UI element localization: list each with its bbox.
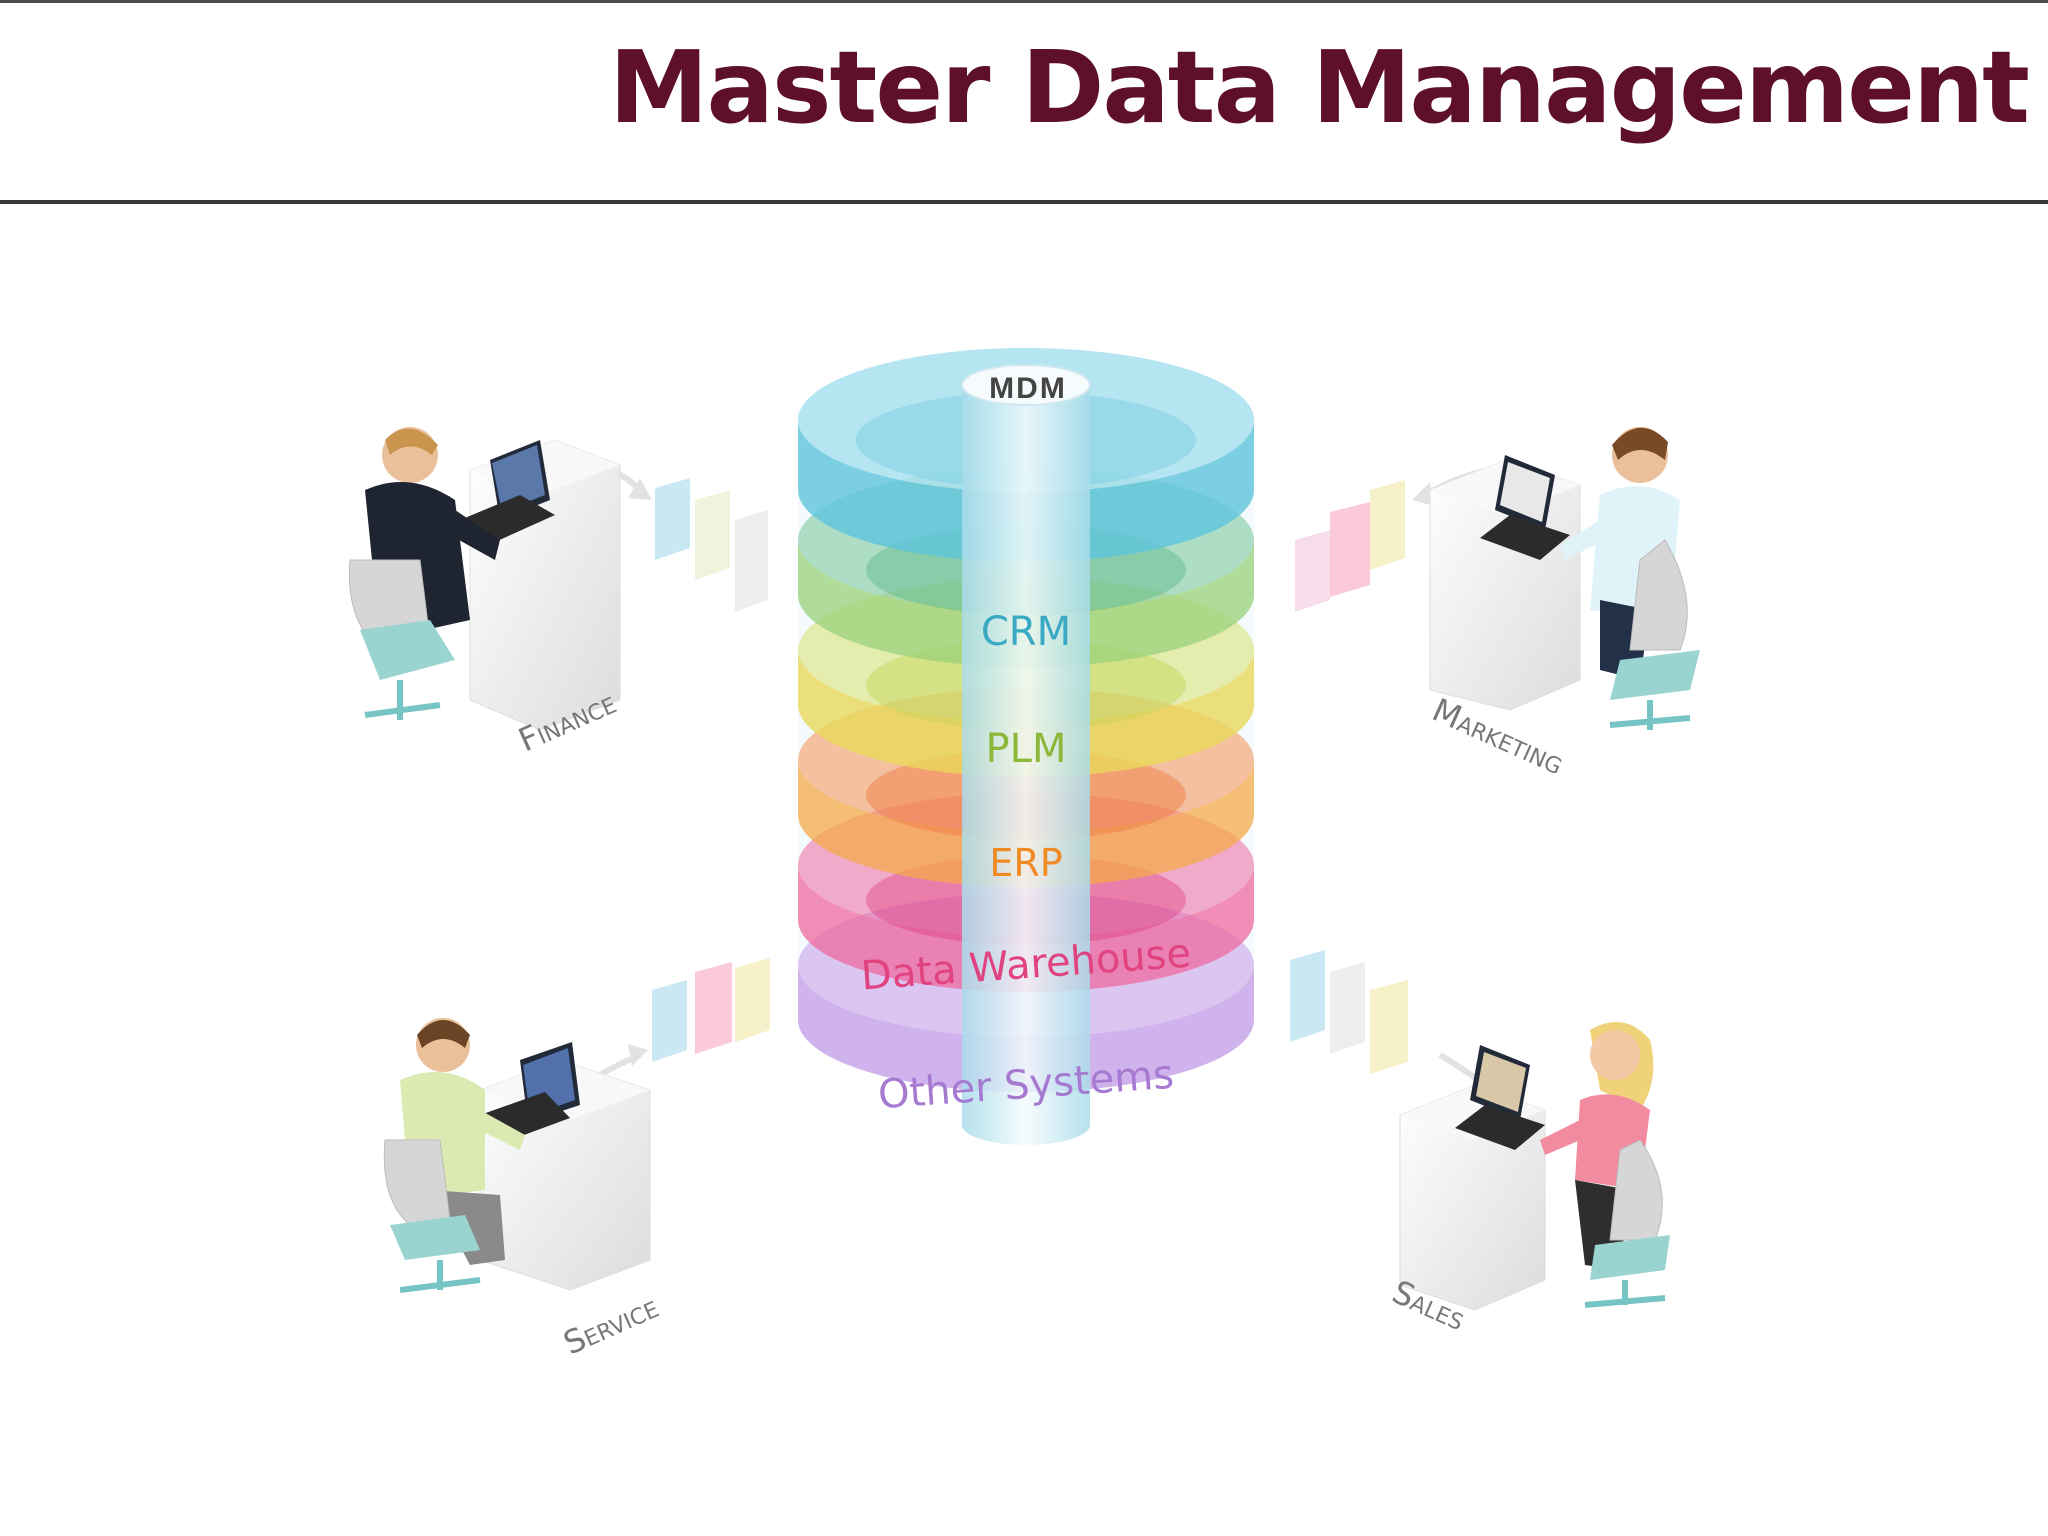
- data-cards-bottom-left: [573, 958, 770, 1093]
- sales-person-head: [1590, 1030, 1640, 1080]
- mdm-core-column: [961, 364, 1091, 1145]
- mdm-label: MDM: [989, 372, 1067, 405]
- sales-workstation: Sales: [1387, 1022, 1670, 1338]
- service-label: Service: [558, 1287, 664, 1362]
- data-cards-top-left: [574, 464, 768, 612]
- mdm-cylinder: MDM CRM PLM ERP Data Warehouse Other Sys…: [798, 348, 1254, 1145]
- data-cards-bottom-right: [1290, 950, 1492, 1091]
- erp-label: ERP: [989, 841, 1062, 885]
- plm-label: PLM: [986, 726, 1067, 772]
- service-workstation: Service: [383, 1018, 664, 1362]
- marketing-workstation: Marketing: [1427, 427, 1700, 782]
- data-cards-top-right: [1295, 467, 1491, 612]
- marketing-laptop-keyboard: [1480, 515, 1570, 560]
- page-title: Master Data Management: [609, 29, 2030, 146]
- sales-laptop-keyboard: [1455, 1105, 1545, 1150]
- finance-workstation: Finance: [348, 427, 622, 759]
- title-divider: [0, 200, 2048, 204]
- crm-label: CRM: [981, 609, 1071, 655]
- top-rule: [0, 0, 2048, 3]
